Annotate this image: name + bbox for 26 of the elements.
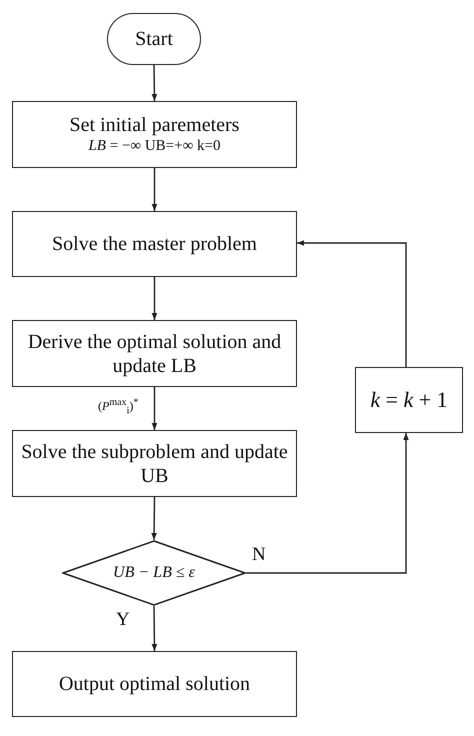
node-label: Solve the subproblem and update UB bbox=[20, 440, 289, 488]
arrow bbox=[152, 168, 158, 211]
arrow bbox=[151, 497, 157, 540]
process-box bbox=[12, 101, 297, 168]
arrow bbox=[152, 277, 158, 320]
node-label: Set initial paremeters bbox=[68, 112, 240, 137]
node-label: Derive the optimal solution and update LB bbox=[26, 330, 282, 378]
process-box bbox=[12, 320, 297, 387]
node-label: k = k + 1 bbox=[369, 386, 449, 414]
start-terminal bbox=[107, 13, 201, 65]
node-label: Start bbox=[134, 27, 174, 51]
arrow bbox=[297, 240, 407, 367]
node-label: Solve the master problem bbox=[51, 232, 258, 256]
arrow bbox=[152, 387, 158, 430]
arrow bbox=[246, 433, 409, 574]
process-box bbox=[12, 651, 297, 717]
arrow bbox=[152, 65, 158, 101]
node-formula: LB = −∞ UB=+∞ k=0 bbox=[87, 136, 222, 156]
process-box bbox=[12, 430, 297, 497]
edge-label: (P$^{max}$$_{i}$)$^{*}$ bbox=[98, 398, 138, 416]
decision-diamond bbox=[62, 540, 246, 606]
node-label: Output optimal solution bbox=[58, 672, 252, 696]
process-box bbox=[355, 367, 463, 433]
node-label: UB − LB ≤ ε bbox=[112, 563, 196, 583]
process-box bbox=[12, 211, 297, 277]
arrow bbox=[152, 606, 158, 651]
